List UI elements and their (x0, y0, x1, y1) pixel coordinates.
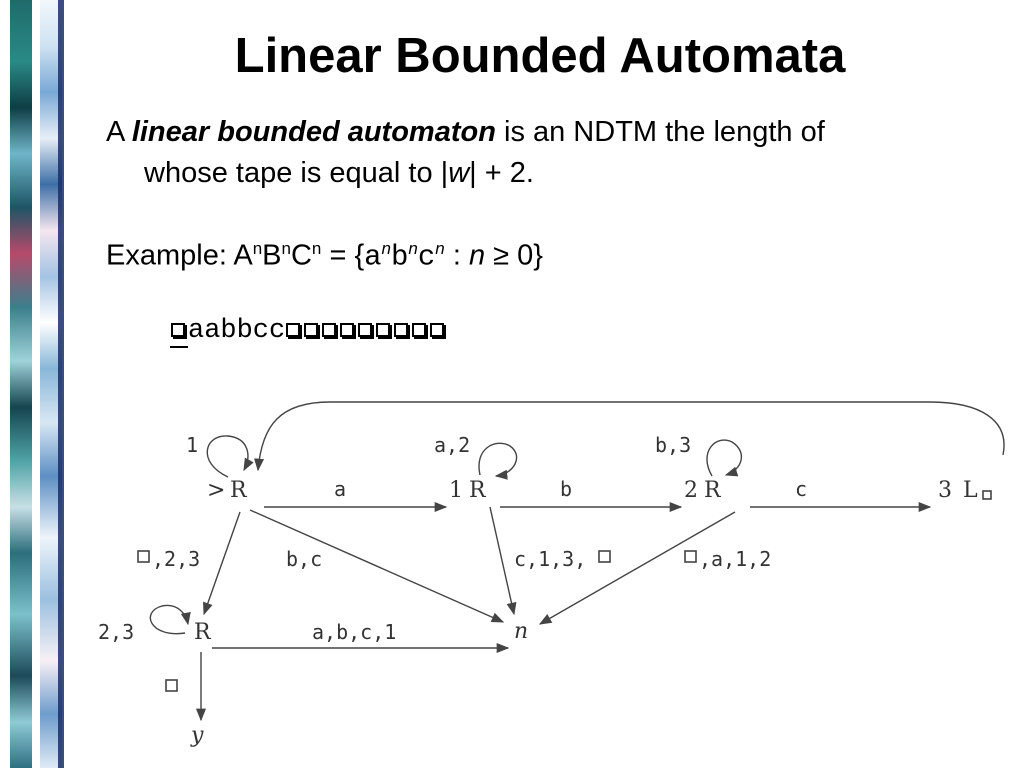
label-start-loop: 1 (186, 433, 198, 457)
definition-paragraph: A linear bounded automaton is an NDTM th… (106, 112, 986, 194)
loop-2 (706, 439, 743, 477)
set-colon: : (444, 239, 469, 272)
edge-start-to-n (249, 509, 505, 623)
label-2-loop: b,3 (655, 433, 691, 457)
node-1: R (469, 478, 487, 503)
tape-example: aabbcc (170, 311, 447, 348)
node-accept: y (190, 723, 204, 748)
definition-line2-post: | + 2. (469, 157, 534, 189)
edge-start-down (203, 511, 241, 616)
tape-trailing-blanks (285, 313, 447, 343)
blank-symbol-icon (430, 323, 445, 337)
lang-sup-1: n (252, 239, 263, 258)
edge-1-to-n (489, 506, 517, 616)
loop-1 (478, 442, 518, 480)
set-sup-1: n (381, 239, 392, 258)
set-c: c (417, 240, 436, 274)
set-a: a (364, 240, 382, 274)
definition-term: linear bounded automaton (131, 116, 496, 148)
lang-sup-2: n (281, 239, 291, 258)
label-1-to-n: c,1,3, (514, 547, 586, 571)
edge-3-to-start (253, 401, 1005, 472)
node-1-num: 1 (449, 478, 463, 503)
node-3-num: 3 (938, 478, 952, 503)
label-c-edge: c (795, 477, 807, 501)
decorative-strip-right (40, 0, 62, 768)
blank-symbol-icon (304, 323, 319, 337)
blank-symbol-icon (165, 679, 178, 692)
blank-symbol-icon (322, 323, 337, 337)
node-2-num: 2 (684, 478, 698, 503)
label-a-edge: a (334, 477, 346, 501)
decorative-strip-left (10, 0, 32, 768)
label-r-loop: 2,3 (98, 620, 134, 644)
label-start-down: ,2,3 (152, 547, 200, 571)
definition-line1-rest: is an NDTM the length of (495, 116, 825, 148)
set-open: = { (321, 239, 365, 272)
label-1-loop: a,2 (434, 433, 470, 457)
blank-symbol-icon (137, 550, 150, 563)
blank-symbol-icon (358, 323, 373, 337)
set-b: b (391, 240, 409, 274)
definition-var-w: w (448, 157, 470, 189)
label-start-to-n: b,c (286, 547, 322, 571)
slide-title: Linear Bounded Automata (234, 29, 846, 83)
blank-symbol-icon (340, 323, 355, 337)
lang-c: C (290, 239, 312, 272)
blank-symbol-icon (982, 490, 992, 500)
start-marker: > (207, 478, 225, 503)
set-cond: ≥ 0} (485, 239, 543, 272)
node-2: R (704, 478, 722, 503)
lang-sup-3: n (311, 239, 322, 258)
loop-r (149, 604, 191, 635)
edge-2-to-n (538, 511, 736, 625)
blank-symbol-icon (412, 323, 427, 337)
label-2-to-n: ,a,1,2 (699, 547, 771, 571)
set-cond-var: n (468, 239, 486, 272)
node-reject-loop: R (194, 620, 212, 645)
blank-symbol-icon (598, 550, 611, 563)
blank-symbol-icon (286, 323, 301, 337)
example-line: Example: AnBnCn = {anbncn : n ≥ 0} (106, 231, 543, 276)
definition-prefix: A (106, 116, 132, 148)
label-r-to-n: a,b,c,1 (312, 620, 396, 644)
blank-symbol-icon (376, 323, 391, 337)
definition-line2-pre: whose tape is equal to | (144, 157, 449, 189)
lang-b: B (262, 239, 282, 272)
definition-line2: whose tape is equal to |w| + 2. (106, 153, 986, 194)
loop-start (206, 435, 254, 478)
blank-symbol-icon (394, 323, 409, 337)
tape-contents: aabbcc (188, 316, 286, 346)
blank-symbol-icon (171, 323, 185, 337)
decorative-strip-edge (58, 0, 64, 768)
set-sup-2: n (408, 239, 418, 258)
tape-head-blank (170, 311, 188, 348)
label-b-edge: b (560, 477, 572, 501)
node-reject: n (514, 619, 528, 644)
set-sup-3: n (435, 239, 445, 258)
node-start: R (230, 478, 248, 503)
node-3: L (963, 478, 978, 503)
example-label: Example: (106, 239, 234, 272)
blank-symbol-icon (684, 550, 697, 563)
lang-a: A (233, 239, 253, 272)
